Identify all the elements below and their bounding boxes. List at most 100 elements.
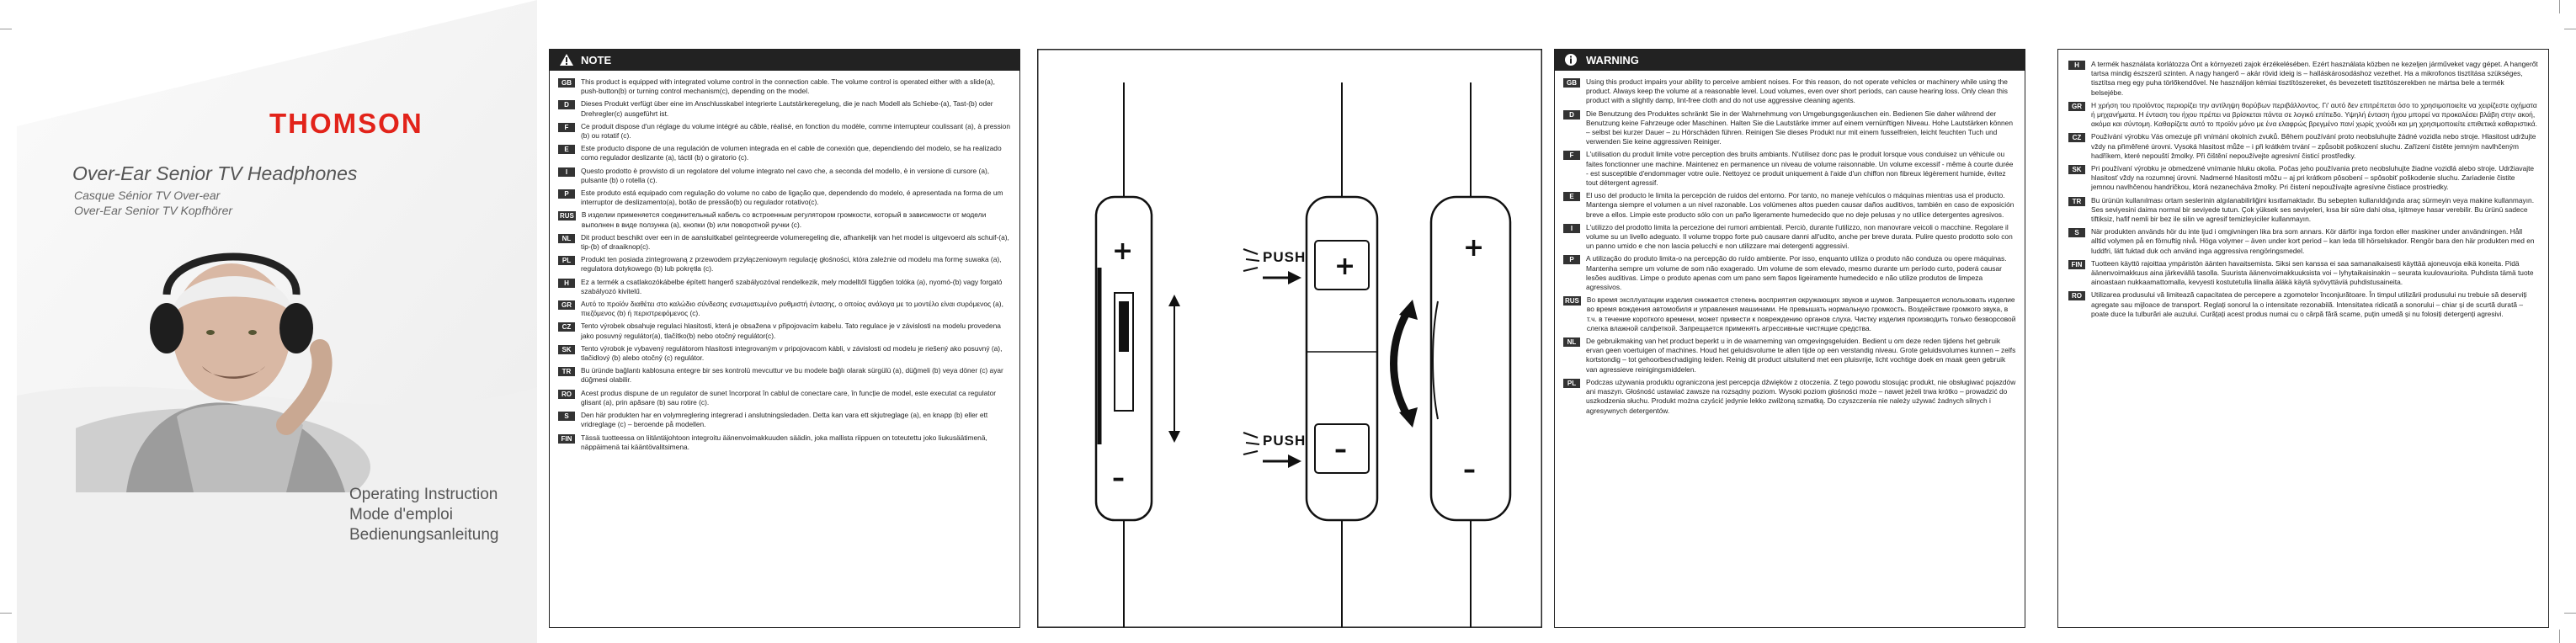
entry-text: El uso del producto le limita la percepc… bbox=[1586, 191, 2014, 219]
minus-sign-b: – bbox=[1334, 435, 1347, 465]
entry-text: Používání výrobku Vás omezuje při vnímán… bbox=[2091, 132, 2536, 160]
entry-text: Die Benutzung des Produktes schränkt Sie… bbox=[1586, 109, 2013, 146]
entry-text: Dit product beschikt over een in de aans… bbox=[581, 232, 1009, 252]
plus-sign-b: + bbox=[1334, 252, 1355, 281]
operating-line-fr: Mode d'emploi bbox=[349, 506, 453, 523]
entry-text: När produkten används hör du inte ljud i… bbox=[2091, 227, 2535, 255]
language-code-badge: E bbox=[1563, 192, 1580, 202]
note-entry: CZ Tento výrobek obsahuje regulaci hlasit… bbox=[558, 322, 1011, 340]
entry-text: Acest produs dispune de un regulator de … bbox=[581, 388, 997, 407]
slide-arrow bbox=[1168, 295, 1180, 443]
entry-text: Tässä tuotteessa on liitäntäjohtoon inte… bbox=[581, 433, 987, 451]
warning-entry: E El uso del producto le limita la percep… bbox=[1563, 191, 2016, 220]
push-label-bottom: PUSH bbox=[1263, 433, 1306, 449]
language-code-badge: RO bbox=[2068, 291, 2085, 301]
entry-text: Во время эксплуатации изделия снижается … bbox=[1586, 295, 2016, 332]
language-code-badge: I bbox=[558, 167, 575, 177]
slide-control bbox=[1094, 82, 1153, 628]
language-code-badge: CZ bbox=[558, 322, 575, 332]
operating-instructions-block: Operating Instruction Mode d'emploi Bedi… bbox=[349, 485, 499, 545]
warning-entry: FIN Tuotteen käyttö rajoittaa ympäristön … bbox=[2068, 259, 2538, 288]
note-entry: RO Acest produs dispune de un regulator d… bbox=[558, 389, 1011, 407]
warning-list-right: H A termék használata korlátozza Önt a kö… bbox=[2057, 49, 2549, 628]
product-title: Over-Ear Senior TV Headphones bbox=[72, 162, 358, 184]
entry-text: A termék használata korlátozza Önt a kör… bbox=[2091, 60, 2538, 97]
note-entry: E Este producto dispone de una regulación… bbox=[558, 144, 1011, 162]
entry-text: L'utilizzo del prodotto limita la percez… bbox=[1586, 222, 2013, 251]
entry-text: Pri používaní výrobku je obmedzené vníma… bbox=[2091, 164, 2535, 192]
entry-text: Produkt ten posiada zintegrowaną z przew… bbox=[581, 255, 1002, 274]
warning-entry: H A termék használata korlátozza Önt a kö… bbox=[2068, 60, 2538, 98]
language-code-badge: I bbox=[1563, 223, 1580, 233]
diagram-frame bbox=[1037, 49, 1542, 628]
operating-line-de: Bedienungsanleitung bbox=[349, 526, 499, 544]
note-entry: H Ez a termék a csatlakozókábelbe épített… bbox=[558, 278, 1011, 296]
entry-text: Η χρήση του προϊόντος περιορίζει την αντ… bbox=[2091, 100, 2537, 129]
warning-entry: SK Pri používaní výrobku je obmedzené vní… bbox=[2068, 164, 2538, 193]
language-code-badge: NL bbox=[1563, 337, 1580, 348]
language-code-badge: F bbox=[1563, 151, 1580, 161]
warning-entry: GR Η χρήση του προϊόντος περιορίζει την α… bbox=[2068, 101, 2538, 130]
warning-entry: NL De gebruikmaking van het product beper… bbox=[1563, 337, 2016, 375]
plus-sign-a: + bbox=[1112, 236, 1133, 266]
minus-sign-a: – bbox=[1112, 464, 1125, 493]
language-code-badge: SK bbox=[2068, 165, 2085, 175]
language-code-badge: GR bbox=[2068, 101, 2085, 111]
entry-text: Podczas używania produktu ograniczona je… bbox=[1586, 377, 2016, 415]
warning-entry: RUS Во время эксплуатации изделия снижает… bbox=[1563, 295, 2016, 333]
entry-text: Este producto dispone de una regulación … bbox=[581, 144, 1002, 162]
volume-control-diagram: a) + – b) + – PUSH bbox=[1037, 49, 1542, 628]
language-code-badge: H bbox=[558, 278, 575, 288]
language-code-badge: FIN bbox=[2068, 259, 2085, 269]
entry-text: Questo prodotto è provvisto di un regola… bbox=[581, 166, 990, 184]
entry-text: Αυτό το προϊόν διαθέτει στο καλώδιο σύνδ… bbox=[581, 300, 1003, 318]
language-code-badge: CZ bbox=[2068, 133, 2085, 143]
entry-text: Tuotteen käyttö rajoittaa ympäristön ään… bbox=[2091, 258, 2534, 287]
entry-text: Tento výrobok je vybavený regulátorom hl… bbox=[581, 343, 1003, 363]
entry-text: Dieses Produkt verfügt über eine im Ansc… bbox=[581, 99, 993, 118]
note-entry: I Questo prodotto è provvisto di un regol… bbox=[558, 167, 1011, 185]
warning-entry: CZ Používání výrobku Vás omezuje při vním… bbox=[2068, 132, 2538, 161]
push-indicator-bottom: PUSH bbox=[1243, 432, 1306, 468]
warning-heading: WARNING bbox=[1586, 53, 1639, 66]
language-code-badge: GR bbox=[558, 300, 575, 311]
language-code-badge: NL bbox=[558, 233, 575, 243]
language-code-badge: GB bbox=[1563, 78, 1580, 88]
language-code-badge: GB bbox=[558, 78, 575, 88]
entry-text: A utilização do produto limita-o na perc… bbox=[1586, 254, 2007, 292]
entry-text: L'utilisation du produit limite votre pe… bbox=[1586, 150, 2014, 188]
language-code-badge: P bbox=[558, 189, 575, 199]
entry-text: Ez a termék a csatlakozókábelbe épített … bbox=[581, 277, 1003, 295]
language-code-badge: H bbox=[2068, 61, 2085, 70]
entry-text: De gebruikmaking van het product beperkt… bbox=[1586, 337, 2016, 374]
note-entry: GR Αυτό το προϊόν διαθέτει στο καλώδιο σύ… bbox=[558, 300, 1011, 318]
push-label-top: PUSH bbox=[1263, 249, 1306, 265]
entry-text: Utilizarea produsului vă limitează capac… bbox=[2091, 290, 2527, 318]
language-code-badge: E bbox=[558, 145, 575, 155]
language-code-badge: F bbox=[558, 122, 575, 132]
language-code-badge: RO bbox=[558, 389, 575, 399]
cover-panel: THOMSON Over-Ear Senior TV Headphones Ca… bbox=[17, 0, 537, 643]
warning-entry: RO Utilizarea produsului vă limitează cap… bbox=[2068, 290, 2538, 319]
note-entry: NL Dit product beschikt over een in de aa… bbox=[558, 233, 1011, 252]
language-code-badge: RUS bbox=[1563, 296, 1581, 306]
note-header: NOTE bbox=[549, 49, 1020, 71]
entry-text: Ce produit dispose d'un réglage du volum… bbox=[581, 121, 1010, 141]
push-control bbox=[1305, 82, 1379, 628]
language-code-badge: S bbox=[558, 412, 575, 422]
entry-text: Tento výrobek obsahuje regulaci hlasitos… bbox=[581, 322, 1001, 340]
rotary-control bbox=[1429, 82, 1512, 628]
brand-logo: THOMSON bbox=[269, 108, 423, 139]
warning-entry: F L'utilisation du produit limite votre p… bbox=[1563, 150, 2016, 188]
